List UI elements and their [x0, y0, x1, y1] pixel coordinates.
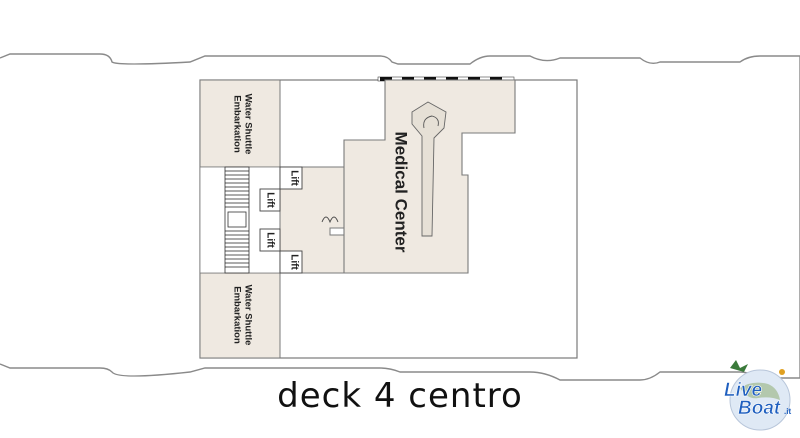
- water-shuttle-bottom-room: [199, 272, 281, 359]
- medical-center-label: Medical Center: [392, 132, 411, 253]
- lift-label-1: Lift: [288, 170, 299, 186]
- water-shuttle-bottom-label-line2: Embarkation: [231, 286, 242, 344]
- logo-text-live: Live: [724, 380, 762, 401]
- water-shuttle-top-room: [199, 79, 281, 168]
- logo-text-boat: Boat: [738, 398, 781, 419]
- deck-caption: deck 4 centro: [277, 376, 523, 416]
- lift-label-3: Lift: [264, 232, 275, 248]
- lift-box-4: [279, 250, 303, 274]
- lift-box-1: [279, 166, 303, 190]
- door-symbol: [321, 216, 339, 224]
- lift-label-2: Lift: [264, 192, 275, 208]
- corridor-shape: [411, 101, 447, 237]
- lift-box-3: [259, 228, 281, 252]
- water-shuttle-top-label-line2: Embarkation: [231, 95, 242, 153]
- liveboat-logo: Live Boat .it: [724, 360, 791, 431]
- lift-label-4: Lift: [288, 254, 299, 270]
- water-shuttle-bottom-label-line1: Water Shuttle: [242, 285, 253, 346]
- water-shuttle-top-label-line1: Water Shuttle: [242, 94, 253, 155]
- logo-text-suffix: .it: [784, 407, 791, 416]
- lift-box-2: [259, 188, 281, 212]
- corridor-curve: [423, 115, 439, 129]
- staircase: [224, 166, 250, 274]
